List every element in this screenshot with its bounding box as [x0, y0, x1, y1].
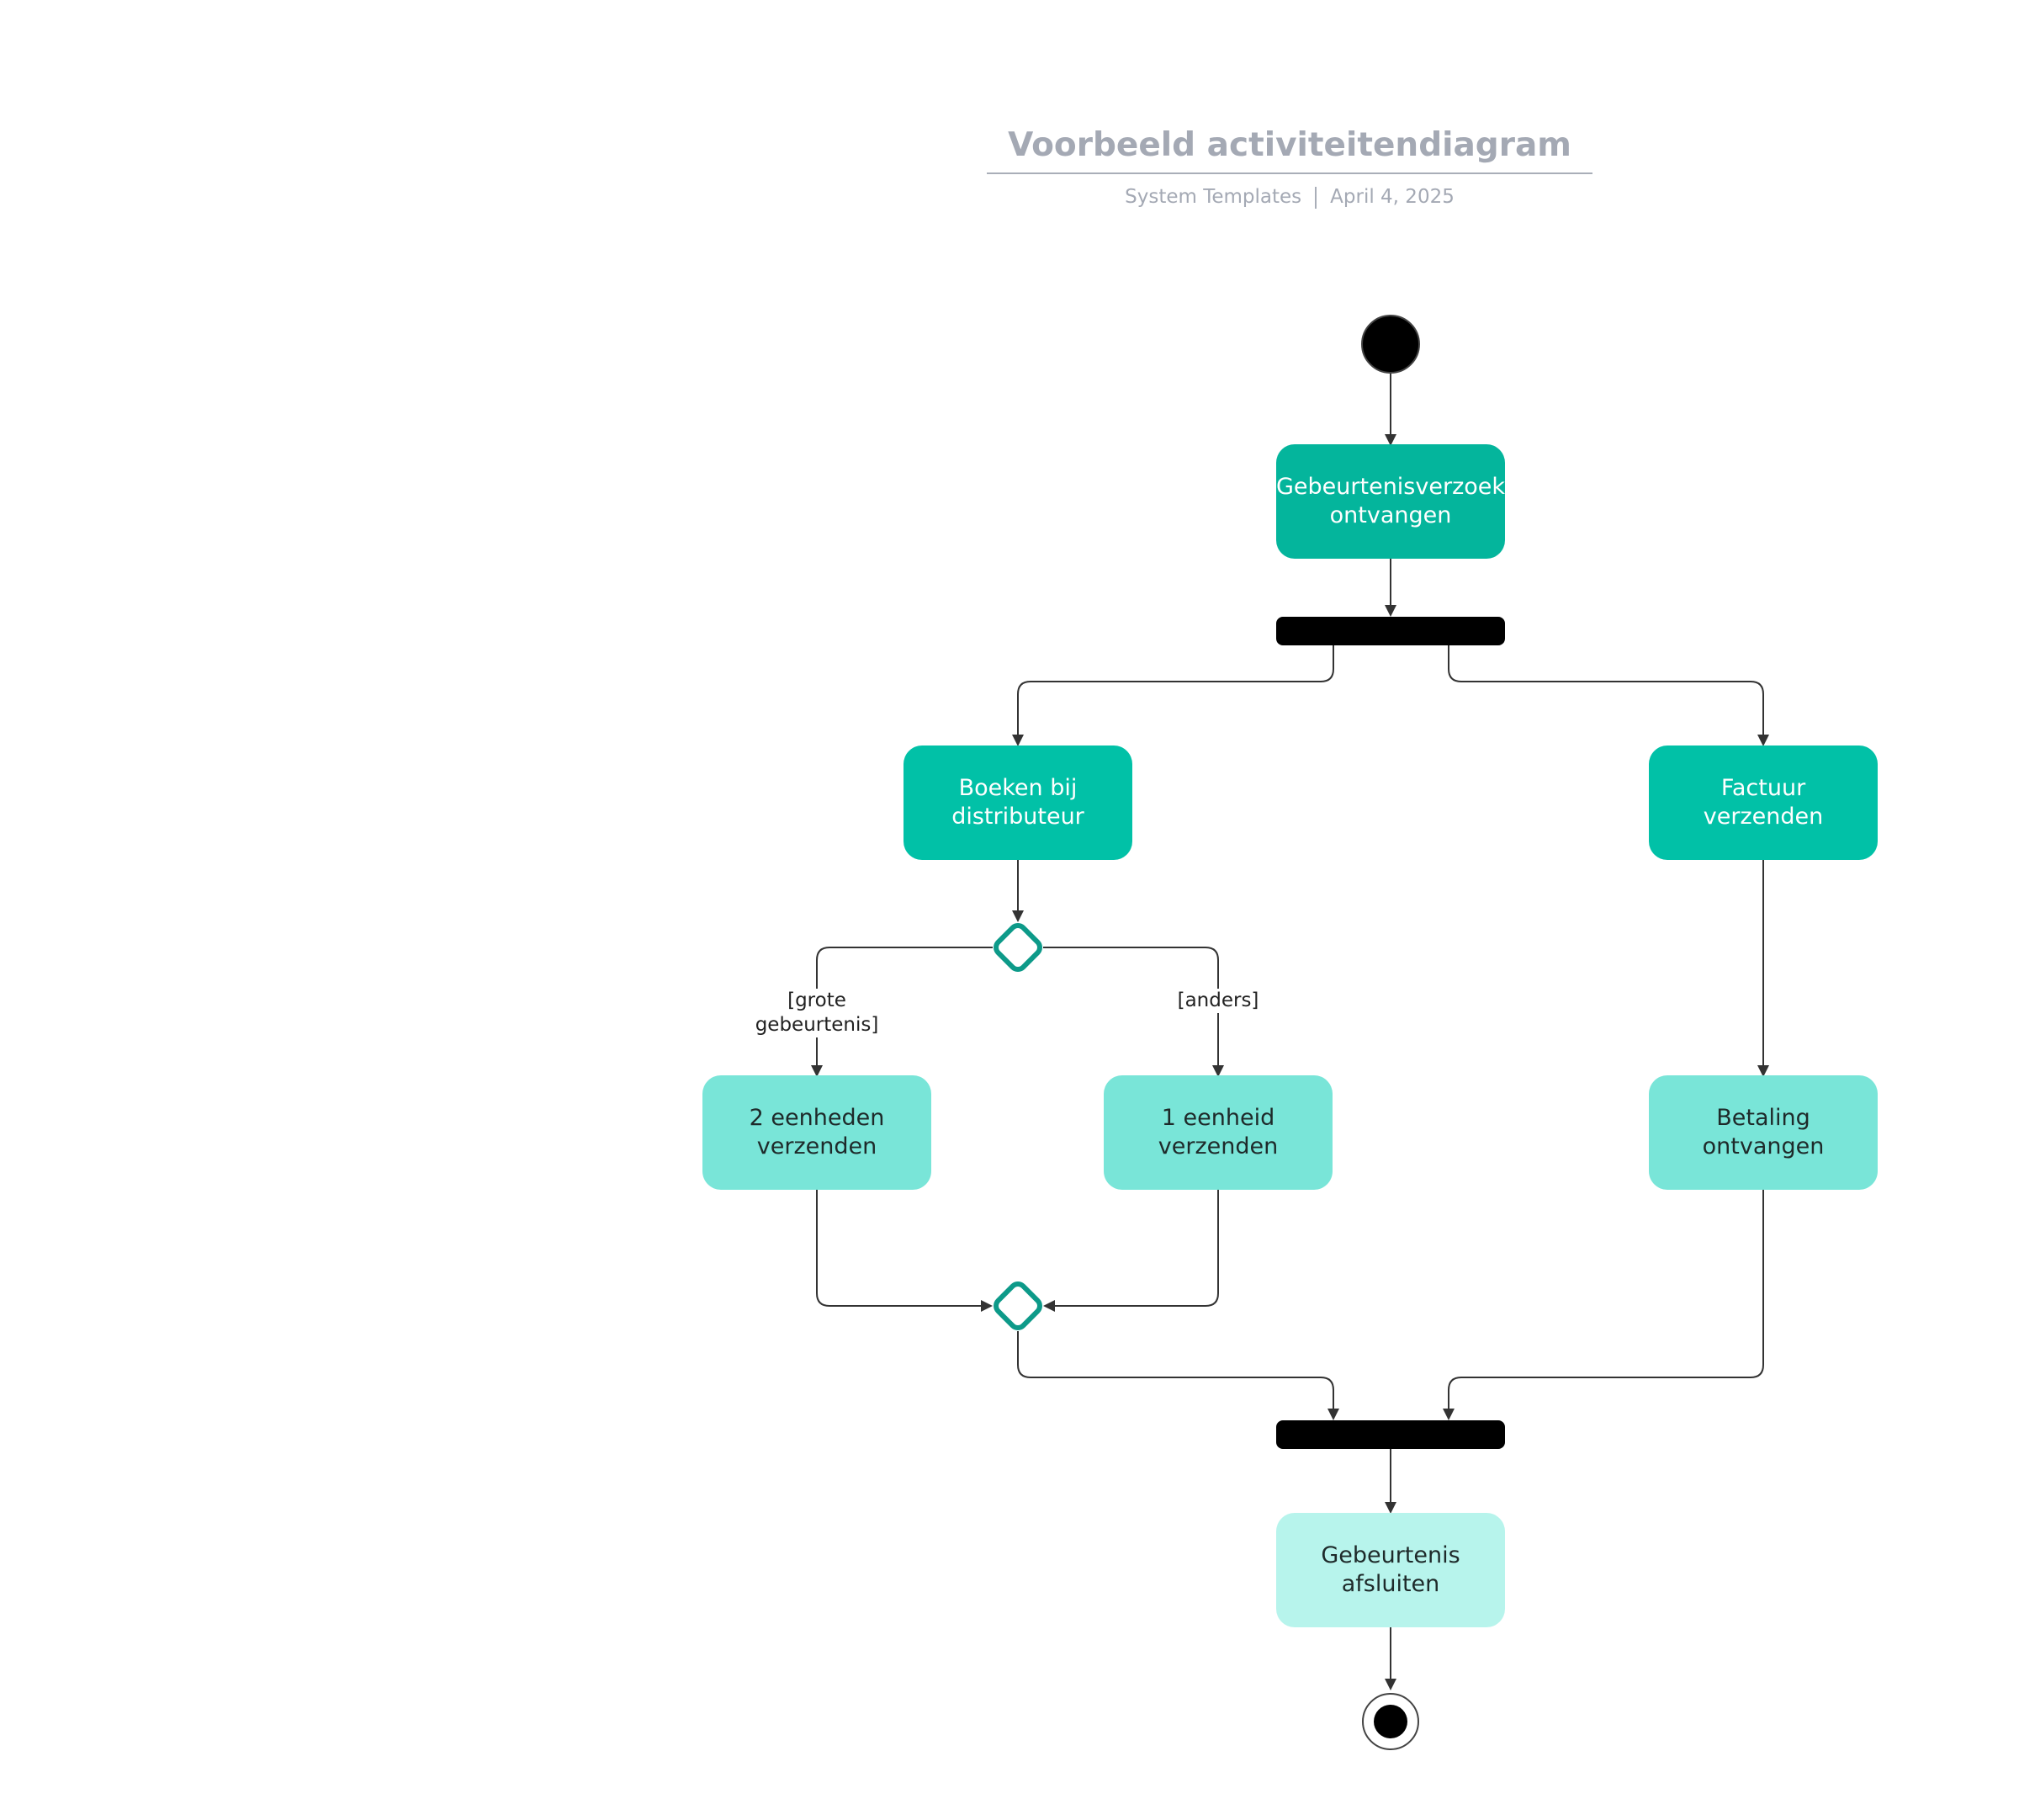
diagram-title: Voorbeeld activiteitendiagram [987, 126, 1592, 174]
action-ship-one-unit-label: 1 eenheid verzenden [1158, 1105, 1279, 1159]
merge-node [994, 1281, 1042, 1330]
fork-bar [1276, 617, 1505, 645]
edge-payment-to-join [1443, 1190, 1764, 1420]
edge-decision-to-two-units [811, 947, 993, 1077]
action-close-event-label: Gebeurtenis afsluiten [1321, 1542, 1460, 1597]
edge-merge-to-join [1017, 1331, 1339, 1420]
action-send-invoice: Factuur verzenden [1649, 746, 1878, 860]
action-ship-two-units: 2 eenheden verzenden [702, 1075, 931, 1190]
guard-large-event: [grote gebeurtenis] [745, 989, 888, 1037]
edge-fork-to-book [1012, 645, 1334, 746]
action-close-event: Gebeurtenis afsluiten [1276, 1513, 1505, 1627]
meta-separator [1315, 186, 1317, 209]
edge-decision-to-one-unit [1043, 947, 1224, 1077]
date-label: April 4, 2025 [1330, 186, 1455, 208]
action-book-distributor-label: Boeken bij distributeur [951, 775, 1084, 830]
join-bar [1276, 1420, 1505, 1449]
action-book-distributor: Boeken bij distributeur [904, 746, 1132, 860]
guard-otherwise: [anders] [1172, 989, 1264, 1013]
action-receive-payment: Betaling ontvangen [1649, 1075, 1878, 1190]
edge-fork-to-invoice [1448, 645, 1769, 746]
author-label: System Templates [1125, 186, 1302, 208]
final-node-core [1374, 1705, 1407, 1738]
decision-node [994, 923, 1042, 972]
action-send-invoice-label: Factuur verzenden [1703, 775, 1824, 830]
initial-node [1361, 315, 1420, 374]
action-ship-two-units-label: 2 eenheden verzenden [749, 1105, 885, 1159]
diagram-header: Voorbeeld activiteitendiagram System Tem… [987, 126, 1592, 209]
action-receive-payment-label: Betaling ontvangen [1702, 1105, 1825, 1159]
action-receive-request-label: Gebeurtenisverzoek ontvangen [1276, 474, 1506, 528]
edge-two-units-to-merge [816, 1190, 993, 1312]
diagram-meta: System Templates April 4, 2025 [987, 186, 1592, 209]
action-ship-one-unit: 1 eenheid verzenden [1104, 1075, 1333, 1190]
edge-one-unit-to-merge [1043, 1190, 1219, 1312]
action-receive-request: Gebeurtenisverzoek ontvangen [1276, 444, 1505, 559]
